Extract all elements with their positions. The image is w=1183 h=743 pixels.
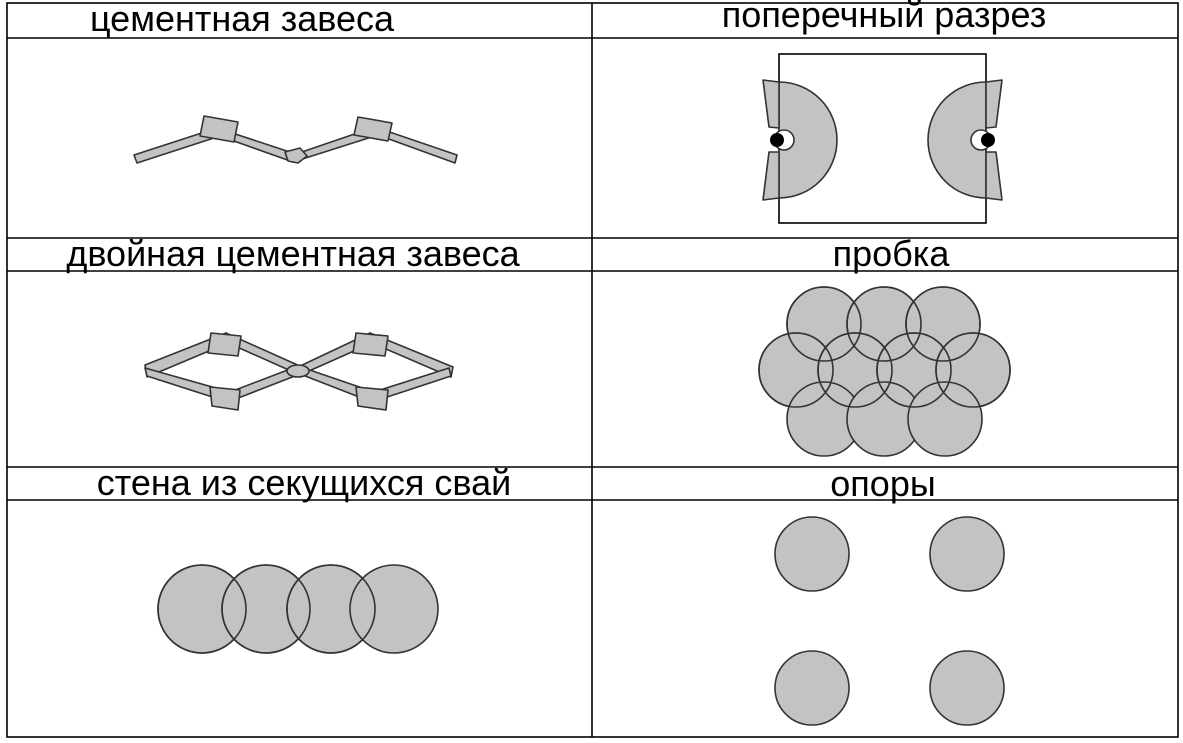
label-plug: пробка — [833, 233, 951, 274]
table-grid — [6, 2, 1179, 738]
label-secant-pile-wall: стена из секущихся свай — [97, 462, 511, 503]
right-anchor-dot — [981, 133, 995, 147]
supports-figure — [774, 516, 1005, 726]
label-double-cement-curtain: двойная цементная завеса — [66, 233, 520, 274]
cross-section-figure — [762, 53, 1003, 224]
label-supports: опоры — [830, 463, 935, 504]
label-cross-section: поперечный разрез — [722, 0, 1046, 35]
double-cement-curtain-figure — [144, 332, 454, 411]
secant-pile-wall-figure — [157, 564, 439, 654]
left-anchor-dot — [770, 133, 784, 147]
plug-figure — [758, 286, 1011, 457]
cement-curtain-figure — [133, 115, 458, 164]
label-cement-curtain: цементная завеса — [90, 0, 395, 39]
